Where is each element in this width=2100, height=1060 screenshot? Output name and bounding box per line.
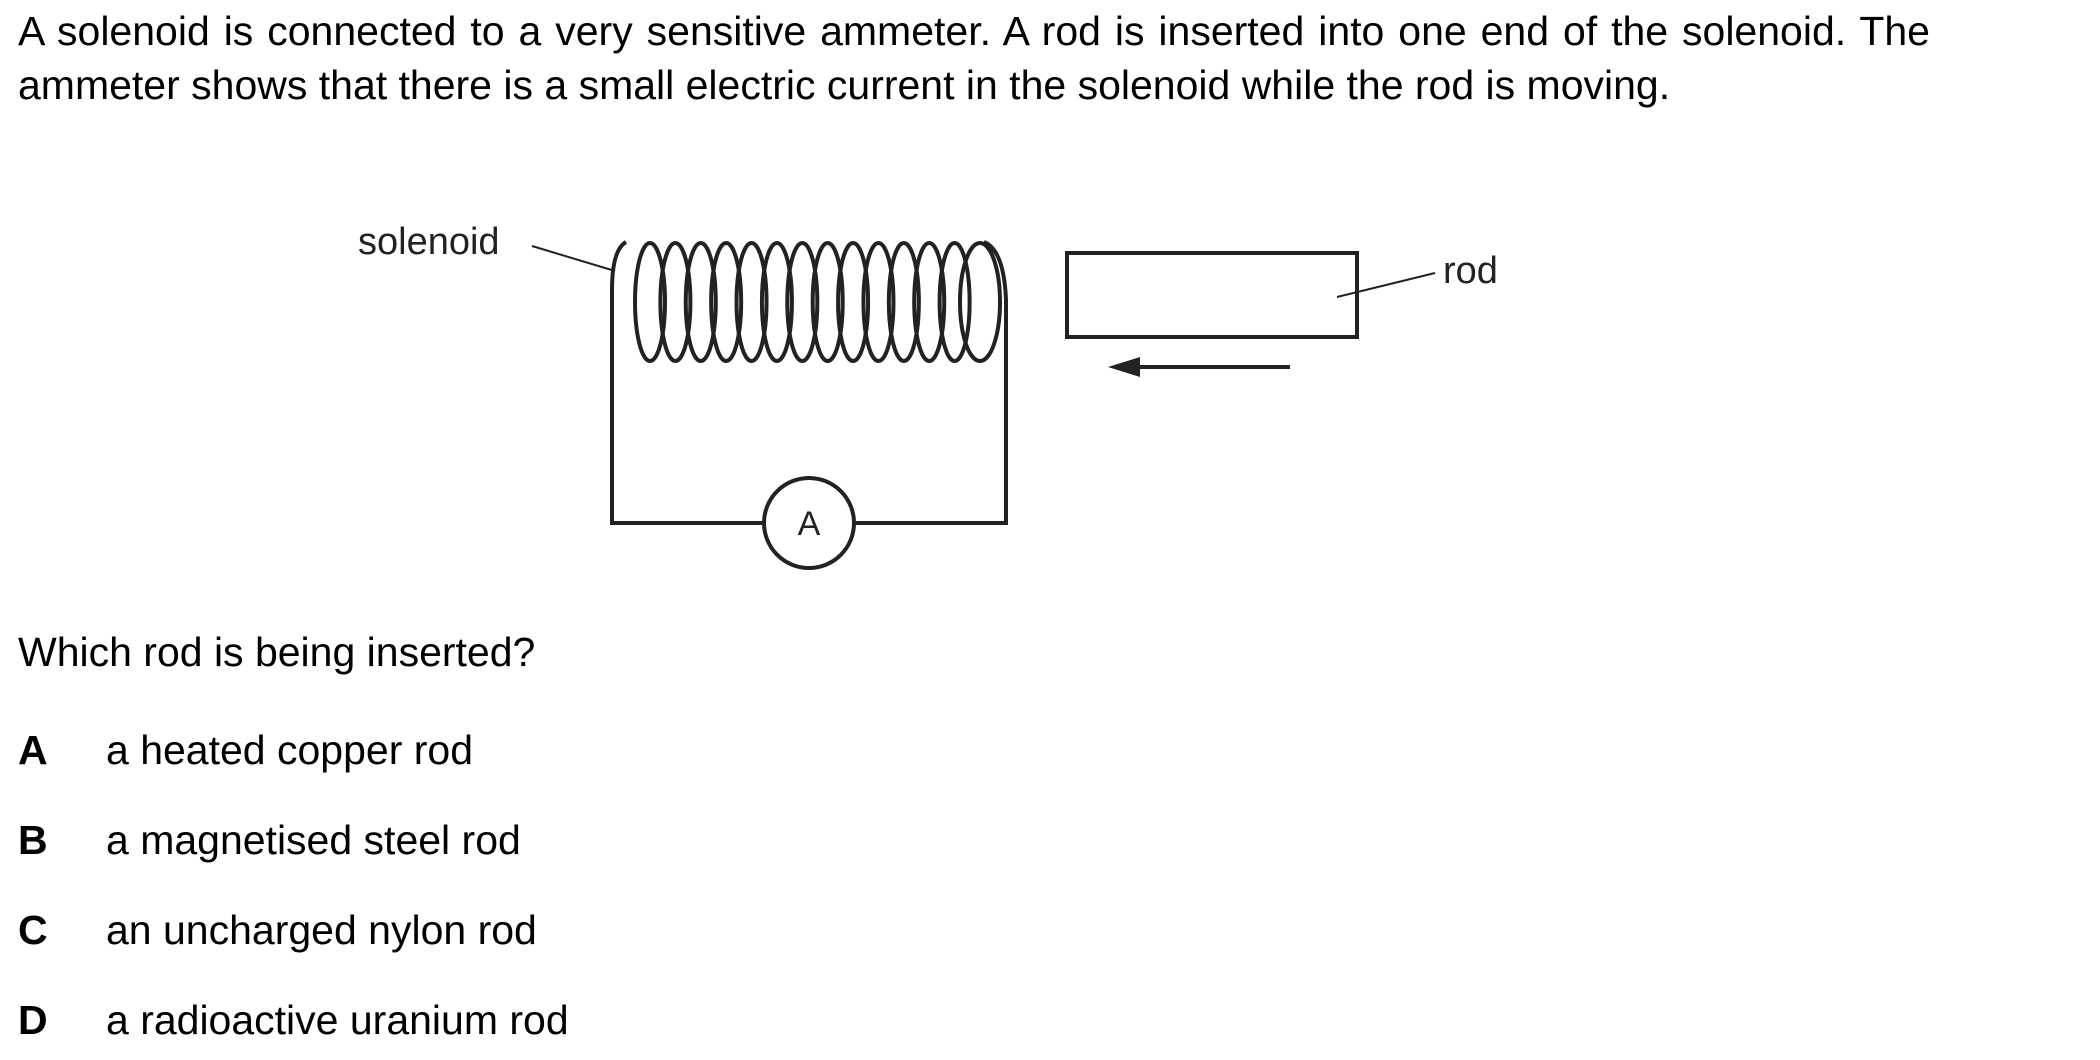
ammeter: A xyxy=(762,476,856,570)
circuit-wire xyxy=(610,240,1008,525)
solenoid-leader-line xyxy=(531,245,616,272)
option-a[interactable]: A a heated copper rod xyxy=(18,726,473,774)
coil-turn xyxy=(861,241,896,363)
coil-turn xyxy=(937,241,972,363)
option-b[interactable]: B a magnetised steel rod xyxy=(18,816,521,864)
ammeter-symbol: A xyxy=(798,505,821,543)
rod xyxy=(1065,251,1359,339)
circuit-diagram: solenoid A rod xyxy=(358,221,1498,570)
option-letter: D xyxy=(18,997,48,1043)
coil-turn xyxy=(785,241,820,363)
rod-label: rod xyxy=(1443,250,1498,292)
option-text: a magnetised steel rod xyxy=(106,817,521,863)
option-d[interactable]: D a radioactive uranium rod xyxy=(18,996,569,1044)
coil-turn xyxy=(683,241,718,363)
coil-turn xyxy=(810,241,845,363)
coil-turn xyxy=(912,241,947,363)
coil-turn xyxy=(836,241,871,363)
ammeter-circle xyxy=(762,476,856,570)
question-prompt: Which rod is being inserted? xyxy=(18,629,536,675)
coil-turn xyxy=(734,241,769,363)
option-text: an uncharged nylon rod xyxy=(106,907,537,953)
coil-turn xyxy=(658,241,693,363)
motion-arrow-icon xyxy=(1108,357,1290,377)
option-letter: C xyxy=(18,907,48,953)
question-stem: A solenoid is connected to a very sensit… xyxy=(18,8,1930,108)
coil-turn xyxy=(958,241,1002,363)
coil-turn xyxy=(633,241,667,363)
rod-leader-line xyxy=(1336,272,1436,298)
coil-turn xyxy=(886,241,921,363)
solenoid-coil xyxy=(633,241,1002,363)
coil-turn xyxy=(709,241,744,363)
solenoid-label: solenoid xyxy=(358,221,500,263)
coil-turn xyxy=(759,241,794,363)
option-letter: A xyxy=(18,727,48,773)
option-text: a heated copper rod xyxy=(106,727,473,773)
option-text: a radioactive uranium rod xyxy=(106,997,569,1043)
option-c[interactable]: C an uncharged nylon rod xyxy=(18,906,537,954)
option-letter: B xyxy=(18,817,48,863)
